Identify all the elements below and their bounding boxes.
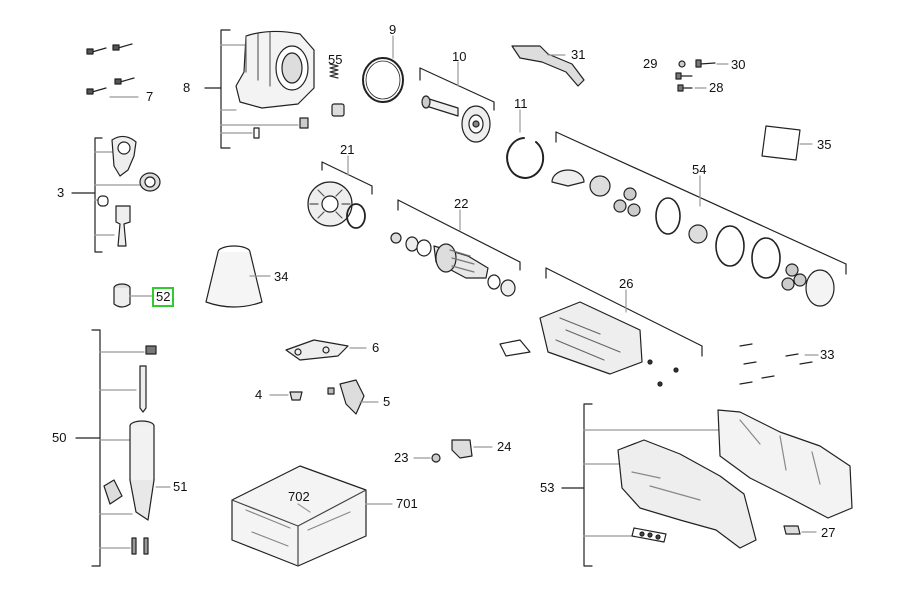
callout-702: 702 (288, 489, 310, 504)
o-ring-part-9 (362, 35, 404, 103)
callout-55: 55 (328, 52, 343, 67)
callout-31: 31 (571, 47, 586, 62)
housing-part-53 (561, 403, 853, 567)
planetary-gears-part-54 (551, 131, 847, 307)
callout-52-highlighted[interactable]: 52 (152, 287, 175, 307)
callout-33: 33 (820, 347, 835, 362)
callout-9: 9 (389, 22, 397, 37)
badge-part-27 (783, 525, 817, 535)
callout-5: 5 (383, 394, 391, 409)
callout-29: 29 (643, 56, 658, 71)
callout-10: 10 (452, 49, 467, 64)
callout-50: 50 (52, 430, 67, 445)
lever-part-31 (511, 45, 585, 87)
spring-part-55 (329, 63, 345, 117)
callout-30: 30 (731, 57, 746, 72)
callout-54: 54 (692, 162, 707, 177)
callout-7: 7 (146, 89, 154, 104)
callout-34: 34 (274, 269, 289, 284)
callout-51: 51 (173, 479, 188, 494)
plate-part-6 (285, 339, 367, 361)
callout-3: 3 (57, 185, 65, 200)
gear-housing-part-8 (204, 29, 315, 149)
callout-8: 8 (183, 80, 191, 95)
cone-cover-part-34 (205, 245, 271, 308)
callout-22: 22 (454, 196, 469, 211)
callout-35: 35 (817, 137, 832, 152)
head-assembly-part-3 (71, 135, 161, 253)
screw-part-23 (413, 453, 441, 463)
clip-part-24 (451, 439, 493, 459)
shaft-bearing-part-10 (419, 61, 495, 143)
callout-11: 11 (514, 96, 528, 111)
trigger-part-5 (327, 379, 379, 415)
callout-23: 23 (394, 450, 409, 465)
circlip-part-11 (506, 109, 545, 179)
armature-part-22 (390, 199, 521, 297)
callout-28: 28 (709, 80, 724, 95)
callout-26: 26 (619, 276, 634, 291)
screws-part-33 (739, 343, 819, 385)
callout-27: 27 (821, 525, 836, 540)
screws-part-7 (86, 43, 139, 98)
callout-21: 21 (340, 142, 355, 157)
callout-24: 24 (497, 439, 512, 454)
callout-6: 6 (372, 340, 380, 355)
fan-part-21 (307, 155, 373, 229)
screw-part-4 (269, 391, 303, 401)
spindle-group-part-50 (75, 329, 171, 567)
callout-701: 701 (396, 496, 418, 511)
motor-assembly-part-26 (499, 267, 703, 387)
screws-parts-28-29-30 (675, 59, 729, 92)
label-part-35 (761, 125, 813, 161)
sleeve-part-52 (113, 283, 153, 308)
callout-4: 4 (255, 387, 263, 402)
callout-53: 53 (540, 480, 555, 495)
carry-case-part-701 (231, 465, 393, 567)
